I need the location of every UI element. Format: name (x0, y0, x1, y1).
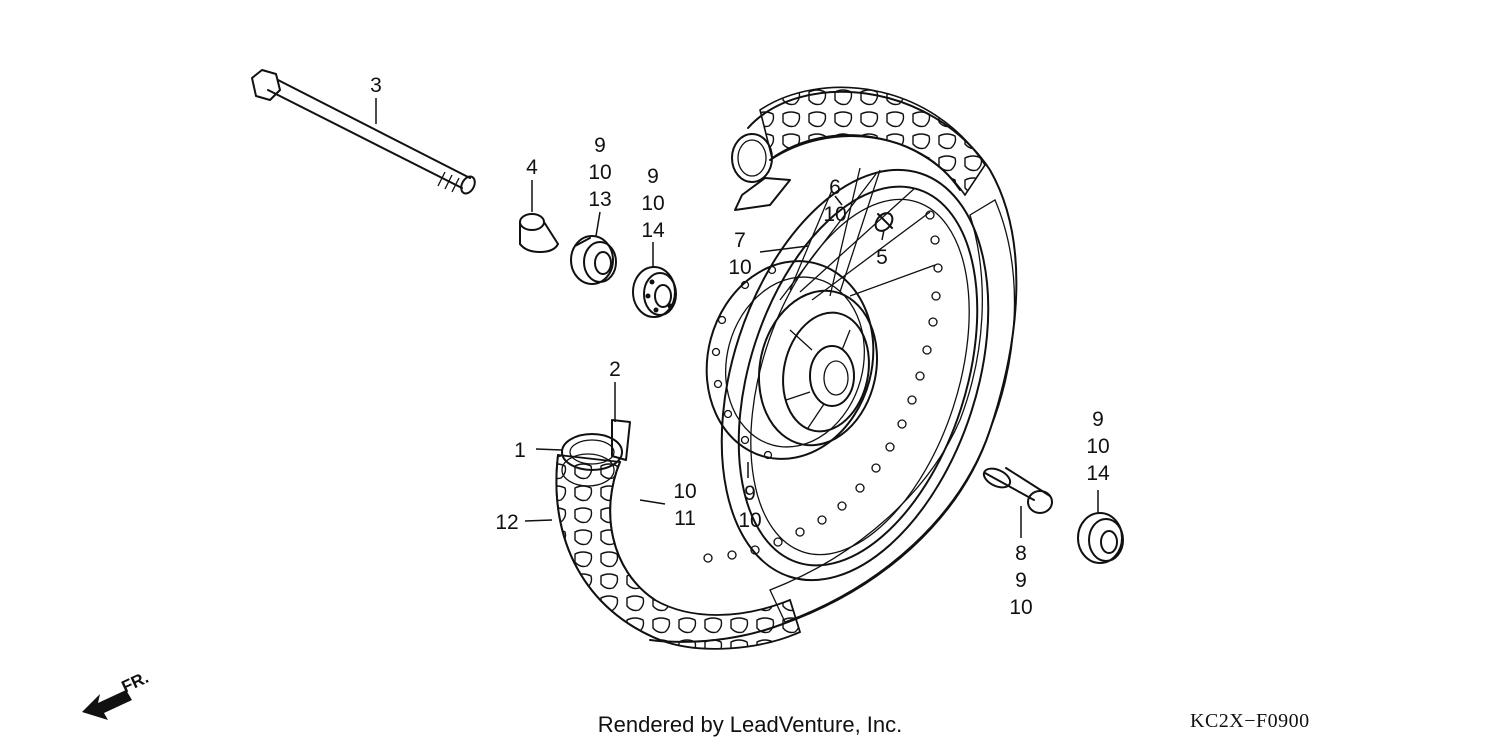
callout-9-10-14a-line2: 10 (641, 192, 664, 215)
wheel-rim-assembly (703, 167, 990, 582)
leader-lines (375, 98, 1099, 538)
callout-9-10-line2: 10 (738, 509, 761, 532)
tube-upper-end (731, 133, 791, 211)
callout-3: 3 (370, 74, 382, 97)
front-arrow-icon (82, 690, 132, 720)
callout-9-10-14b-line1: 9 (1092, 408, 1104, 431)
callout-9-10-13-line3: 13 (588, 188, 611, 211)
callout-9-10-14a-line1: 9 (647, 165, 659, 188)
callout-labels: 3 4 9 10 13 9 10 14 6 10 7 10 5 2 1 12 1… (370, 74, 1110, 619)
callout-6-10-line2: 10 (823, 203, 846, 226)
rim-spoke-holes (703, 210, 943, 563)
callout-9-10-14b-line2: 10 (1086, 435, 1109, 458)
callout-9-10-14a-line3: 14 (641, 219, 665, 242)
callout-9-10-13-line1: 9 (594, 134, 606, 157)
callout-2: 2 (609, 358, 621, 381)
diagram-code: KC2X−F0900 (1190, 710, 1310, 732)
bearing-14-lower-part (1077, 512, 1124, 564)
tire-upper-section (649, 86, 1018, 643)
bearing-13-part (570, 235, 617, 285)
callout-6-10-line1: 6 (829, 176, 841, 199)
valve-part (874, 212, 894, 232)
callout-1: 1 (514, 439, 526, 462)
callout-5: 5 (876, 246, 888, 269)
render-credit: Rendered by LeadVenture, Inc. (597, 712, 903, 737)
callout-7-10-line1: 7 (734, 229, 746, 252)
hub-flange-holes (711, 265, 777, 460)
callout-4: 4 (526, 156, 538, 179)
callout-9-10-14b-line3: 14 (1086, 462, 1110, 485)
spacer-part (519, 213, 559, 253)
callout-8-9-10-line2: 9 (1015, 569, 1027, 592)
callout-10-11-line2: 11 (674, 507, 696, 530)
bearing-14-upper-part (632, 266, 677, 318)
wheel-spokes (779, 167, 936, 301)
callout-12: 12 (495, 511, 518, 534)
spacer-lower-part (982, 467, 1053, 514)
callout-10-11-line1: 10 (673, 480, 696, 503)
tire-lower-section (555, 419, 802, 650)
callout-8-9-10-line1: 8 (1015, 542, 1027, 565)
callout-8-9-10-line3: 10 (1009, 596, 1032, 619)
axle-bolt-part (251, 69, 476, 195)
callout-9-10-13-line2: 10 (588, 161, 611, 184)
callout-9-10-line1: 9 (744, 482, 756, 505)
callout-7-10-line2: 10 (728, 256, 751, 279)
